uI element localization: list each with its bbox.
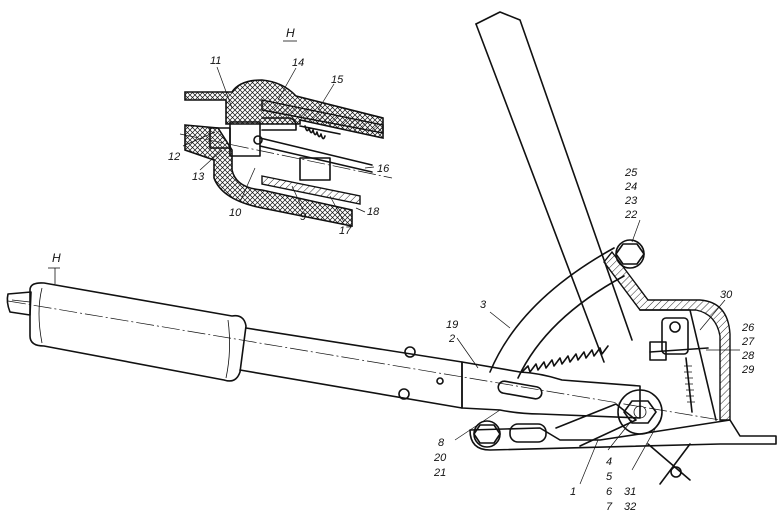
sector-inner-arc [517,275,625,379]
push-rod [259,137,373,166]
pawl-rod-slot [497,380,543,400]
tube-wall-upper [261,99,384,134]
detail-centerline [179,133,393,179]
adjuster-clevis [661,317,689,355]
label-part-14: 14 [292,57,304,69]
detail-view-title: Н [286,26,295,40]
label-part-6: 6 [606,486,613,498]
label-part-23: 23 [624,195,638,207]
top-pivot-nut [615,243,645,265]
label-part-27: 27 [741,336,755,348]
rivet-c [436,377,444,385]
label-part-17: 17 [339,225,352,237]
sector-outer-arc [489,247,615,373]
adjuster-rod [649,347,709,353]
lever-foot [555,403,637,447]
pull-rod [475,11,633,341]
mount-nut-left [473,424,501,444]
label-part-18: 18 [367,206,380,218]
rivet-b [398,388,410,400]
label-part-31: 31 [624,486,636,498]
adjuster-nut-left [649,341,667,361]
detail-leaders [182,66,375,223]
detail-view-h: Н 11 14 15 [168,26,393,237]
rivet-a [404,346,416,358]
return-spring [299,125,341,140]
label-part-11: 11 [210,55,221,67]
label-part-9: 9 [300,211,306,223]
label-part-4: 4 [606,456,612,468]
tube-wall-lower [261,175,361,205]
release-button-tip [6,291,32,316]
lever-plate [461,361,641,419]
lever-centerline [7,300,721,421]
label-part-15: 15 [331,74,344,86]
label-part-26: 26 [741,322,755,334]
label-part-10: 10 [229,207,242,219]
adjuster-screw [685,357,693,413]
lever-assembly: Н [6,11,777,513]
base-plate [469,419,777,451]
main-leaders [454,219,740,485]
spring-seat [261,117,297,131]
section-mark-label: Н [52,251,61,265]
grip-rubber-section-lower [184,124,353,227]
push-rod-lower-edge [259,145,373,173]
label-part-12: 12 [168,151,180,163]
label-part-2: 2 [448,333,455,345]
label-part-24: 24 [624,181,637,193]
label-part-19: 19 [446,319,458,331]
label-part-25: 25 [624,167,638,179]
label-part-1: 1 [570,486,576,498]
label-part-21: 21 [433,467,446,479]
bracket-housing [603,250,731,421]
label-part-7: 7 [606,501,613,513]
sector-teeth [521,345,609,373]
label-part-20: 20 [433,452,447,464]
button-body [229,121,261,157]
label-part-13: 13 [192,171,205,183]
pull-rod-edge [475,23,605,363]
retaining-pin [253,135,263,145]
return-lug [647,443,691,485]
label-part-29: 29 [741,364,754,376]
adjuster-pin [669,321,681,333]
base-slot [509,423,547,443]
label-part-5: 5 [606,471,613,483]
guide-bushing [299,157,331,181]
label-part-22: 22 [624,209,637,221]
label-part-28: 28 [741,350,755,362]
lever-tube [239,327,463,409]
label-part-32: 32 [624,501,636,513]
return-lug-hole [670,466,682,478]
label-part-30: 30 [720,289,733,301]
main-pivot-nut [623,400,657,424]
label-part-8: 8 [438,437,445,449]
button-cap [209,127,231,149]
bracket-side [639,309,717,421]
label-part-3: 3 [480,299,487,311]
handle-grip [29,282,247,382]
label-part-16: 16 [377,163,390,175]
